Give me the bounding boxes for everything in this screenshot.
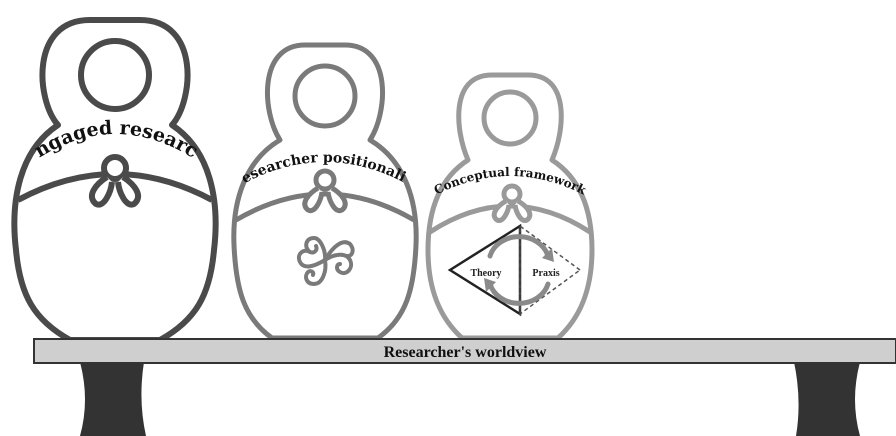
doll-scarf-knot — [101, 154, 129, 182]
shelf-leg-right — [794, 362, 860, 436]
shelf-board — [33, 338, 896, 364]
doll-face — [78, 38, 152, 112]
theory-label: Theory — [470, 268, 501, 279]
doll-face — [481, 89, 539, 147]
shelf-label: Researcher's worldview — [384, 344, 547, 361]
doll-conceptual-framework — [425, 72, 595, 341]
praxis-triangle — [519, 224, 582, 316]
doll-scarf-loop-right — [115, 174, 142, 208]
doll-scarf-loop-left — [491, 198, 512, 223]
doll-scarf-knot — [501, 183, 523, 205]
cycle-arrows-icon — [484, 234, 554, 306]
doll-waist-line — [234, 191, 416, 223]
doll-scarf-loop-left — [302, 185, 325, 214]
doll-researcher-positionality — [231, 42, 419, 341]
doll-scarf-loop-left — [88, 174, 115, 208]
doll-scarf-loop-right — [512, 198, 533, 223]
doll-face — [292, 63, 358, 129]
triskelion-icon — [297, 236, 355, 286]
doll-scarf-loop-right — [325, 185, 348, 214]
doll-engaged-research — [11, 17, 219, 343]
praxis-label: Praxis — [532, 268, 559, 279]
doll-scarf-knot — [313, 168, 337, 192]
theory-praxis-framework: Theory Praxis — [447, 223, 582, 317]
shelf-leg-left — [80, 362, 146, 436]
